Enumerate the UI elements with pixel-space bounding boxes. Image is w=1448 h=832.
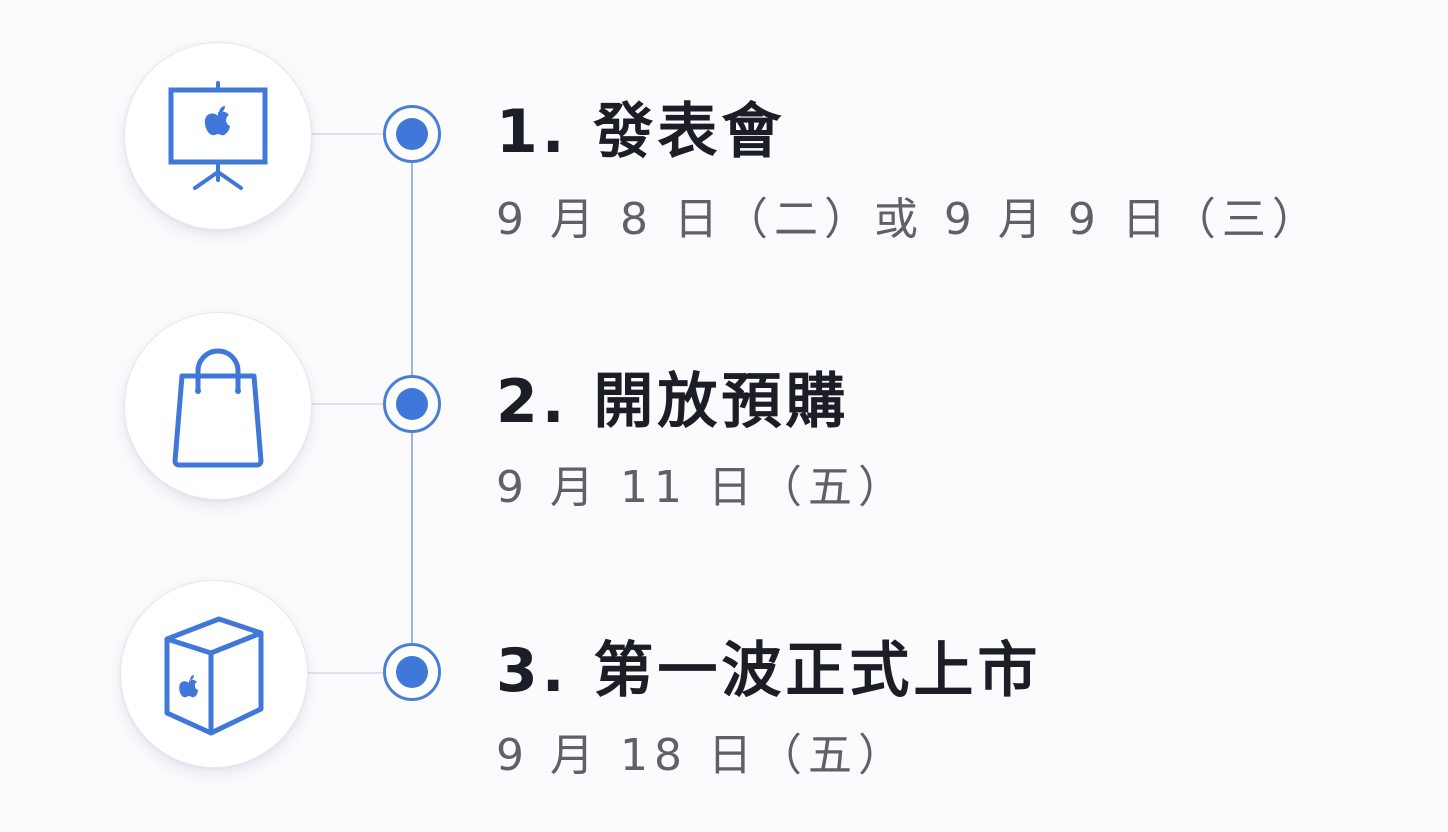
step-3-date: 9 月 18 日（五） [496,730,908,781]
step-2-icon-circle [124,312,312,500]
step-1-node [383,105,441,163]
step-2-title: 2. 開放預購 [496,367,850,437]
shopping-bag-icon [172,348,264,468]
step-3-title: 3. 第一波正式上市 [496,636,1042,706]
step-1-title: 1. 發表會 [496,97,786,167]
step-2-node-dot [396,388,428,420]
step-1-connector [306,133,386,135]
step-2-date: 9 月 11 日（五） [496,462,908,513]
step-2-connector [306,403,386,405]
product-box-icon [164,616,264,736]
presentation-screen-icon [168,81,268,190]
step-1-icon-circle [124,42,312,230]
step-2-node [383,375,441,433]
step-1-node-dot [396,118,428,150]
step-3-node-dot [396,656,428,688]
step-3-icon-circle [120,580,308,768]
step-3-node [383,643,441,701]
step-1-date: 9 月 8 日（二）或 9 月 9 日（三） [496,194,1322,245]
step-3-connector [306,672,386,674]
